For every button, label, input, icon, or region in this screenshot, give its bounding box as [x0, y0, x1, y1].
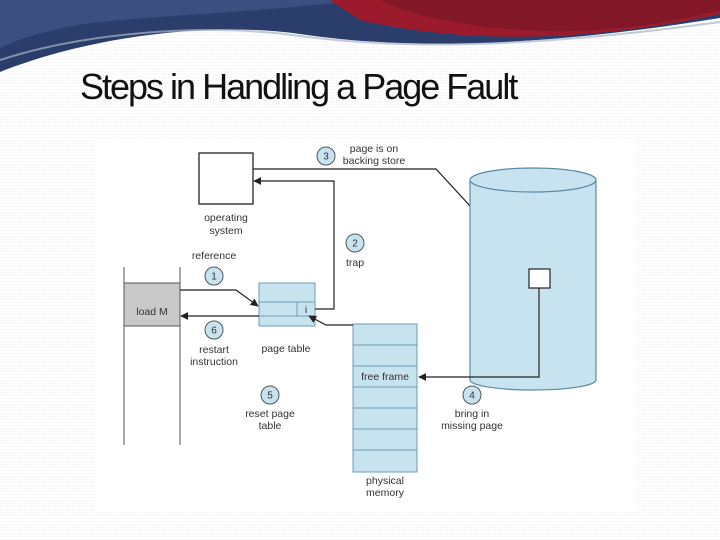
step-2-number: 2: [352, 239, 358, 250]
physical-memory: [352, 323, 418, 473]
operating-system-box: [198, 152, 254, 205]
page-table-label: page table: [261, 343, 310, 355]
load-m-label: load M: [136, 306, 168, 318]
step-5-marker: [260, 385, 280, 405]
step-5-number: 5: [267, 391, 273, 402]
operating-system-label-line1: operating: [204, 212, 248, 224]
step-4-marker: [462, 385, 482, 405]
backing-store-label-line2: backing store: [343, 155, 406, 167]
free-frame-label: free frame: [361, 371, 409, 383]
load-m-instruction: [123, 282, 181, 327]
bring-in-label-line1: bring in: [455, 408, 490, 420]
step-1-number: 1: [211, 272, 217, 283]
step-6-number: 6: [211, 326, 217, 337]
restart-label-line2: instruction: [190, 356, 238, 368]
bring-in-missing-page-arrow: [418, 288, 540, 381]
header-banner: [0, 0, 720, 72]
bring-in-label-line2: missing page: [441, 420, 503, 432]
missing-page-block: [528, 268, 551, 289]
page-fault-diagram: operating system load M reference 1 6 re…: [96, 140, 636, 510]
slide-title: Steps in Handling a Page Fault: [80, 66, 518, 107]
restart-label-line1: restart: [199, 344, 229, 356]
step-3-number: 3: [323, 152, 329, 163]
step-2-marker: [345, 233, 365, 253]
step-3-marker: [316, 146, 336, 166]
operating-system-label-line2: system: [209, 225, 243, 237]
reset-label-line1: reset page: [245, 408, 295, 420]
diagram-canvas: operating system load M reference 1 6 re…: [123, 143, 597, 499]
step-4-number: 4: [469, 391, 475, 402]
reference-arrow: [180, 289, 259, 307]
reference-label: reference: [192, 250, 237, 262]
page-table: [258, 282, 316, 327]
physical-memory-label-line2: memory: [366, 487, 405, 499]
reset-page-table-arrow: [308, 315, 353, 326]
trap-label: trap: [346, 257, 364, 269]
backing-store-disk: [469, 167, 597, 391]
step-1-marker: [204, 266, 224, 286]
backing-store-label-line1: page is on: [350, 143, 399, 155]
physical-memory-label-line1: physical: [366, 475, 404, 487]
trap-arrow: [253, 177, 335, 310]
page-table-entry-invalid: i: [305, 304, 307, 316]
reset-label-line2: table: [259, 420, 282, 432]
step-6-marker: [204, 320, 224, 340]
